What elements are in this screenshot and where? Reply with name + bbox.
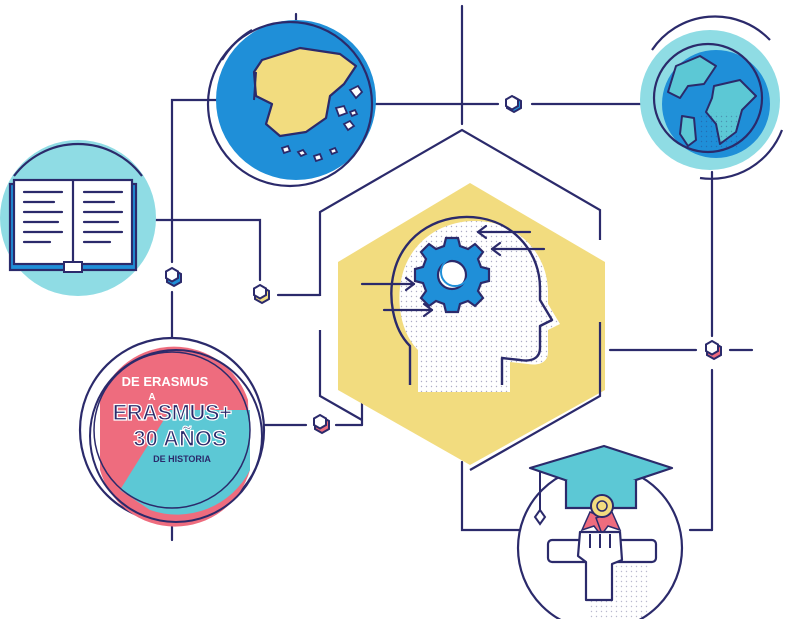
hexagon-node-icon [253,283,270,305]
graduation-diploma-icon [516,444,684,619]
open-book-icon [0,140,156,296]
hexagon-node-icon [313,413,330,435]
erasmus-badge: DE ERASMUS A ERASMUS+ 30 AÑOS DE HISTORI… [78,336,266,527]
badge-line-2: A [148,392,155,403]
globe-icon [640,15,784,180]
head-with-gear-icon [318,128,605,471]
hexagon-node-icon [165,266,182,288]
badge-line-3: ERASMUS+ [113,400,232,425]
hexagon-node-icon [705,339,722,361]
hexagon-node-icon [505,94,522,114]
spain-map-icon [206,20,376,188]
connector-lines [138,4,754,542]
badge-line-5: DE HISTORIA [153,454,211,464]
badge-line-4: 30 AÑOS [133,426,226,451]
badge-line-1: DE ERASMUS [122,374,209,389]
